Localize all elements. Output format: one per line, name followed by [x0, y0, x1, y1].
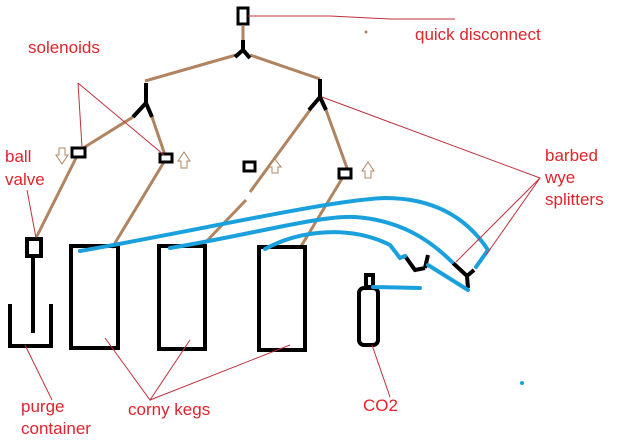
hose-wye-link	[426, 263, 470, 292]
quick-disconnect-fitting	[236, 6, 250, 26]
label-barbed-line1: barbed	[545, 146, 598, 165]
right-wye	[307, 79, 328, 112]
arrow-up-icon	[361, 161, 375, 179]
label-ball-valve-line1: ball	[5, 147, 32, 166]
arrow-up-icon	[268, 158, 282, 174]
stray-dot	[364, 30, 368, 34]
barbed-wye-1	[403, 254, 430, 273]
label-quick-disconnect: quick disconnect	[415, 25, 541, 44]
solenoid-3	[242, 160, 257, 173]
ball-valve	[25, 237, 43, 258]
hose-keg-1	[78, 195, 491, 269]
hose-co2	[371, 285, 422, 290]
co2-tank	[357, 273, 380, 347]
label-solenoids: solenoids	[28, 38, 100, 57]
left-wye	[131, 83, 154, 119]
purge-container	[8, 304, 53, 348]
solenoid-2	[158, 152, 174, 164]
solenoid-valves	[70, 146, 353, 180]
purge-assembly	[8, 237, 53, 348]
hose-keg-3	[263, 230, 407, 261]
label-purge-line2: container	[21, 419, 91, 438]
leader-lines	[24, 15, 541, 401]
keg-1	[69, 244, 120, 350]
flow-arrows	[55, 147, 375, 179]
co2-hoses	[78, 195, 491, 292]
label-corny-kegs: corny kegs	[128, 400, 211, 419]
label-purge-line1: purge	[21, 397, 65, 416]
wye-fittings	[131, 40, 476, 289]
hose-keg-2	[168, 214, 454, 264]
keg-2	[157, 244, 207, 351]
solenoid-1	[70, 146, 87, 159]
keg-3	[257, 245, 307, 352]
label-co2: CO2	[363, 396, 398, 415]
label-barbed-line2: wye	[545, 168, 576, 187]
main-wye	[233, 40, 252, 60]
arrow-down-icon	[55, 147, 69, 165]
solenoid-4	[337, 167, 353, 180]
arrow-up-icon	[177, 151, 191, 169]
gas-lines	[33, 26, 349, 249]
barbed-wye-2	[451, 261, 476, 289]
corny-kegs	[69, 244, 307, 352]
label-ball-valve-line2: valve	[5, 170, 45, 189]
label-barbed-line3: splitters	[545, 190, 604, 209]
stray-dot	[520, 381, 524, 385]
